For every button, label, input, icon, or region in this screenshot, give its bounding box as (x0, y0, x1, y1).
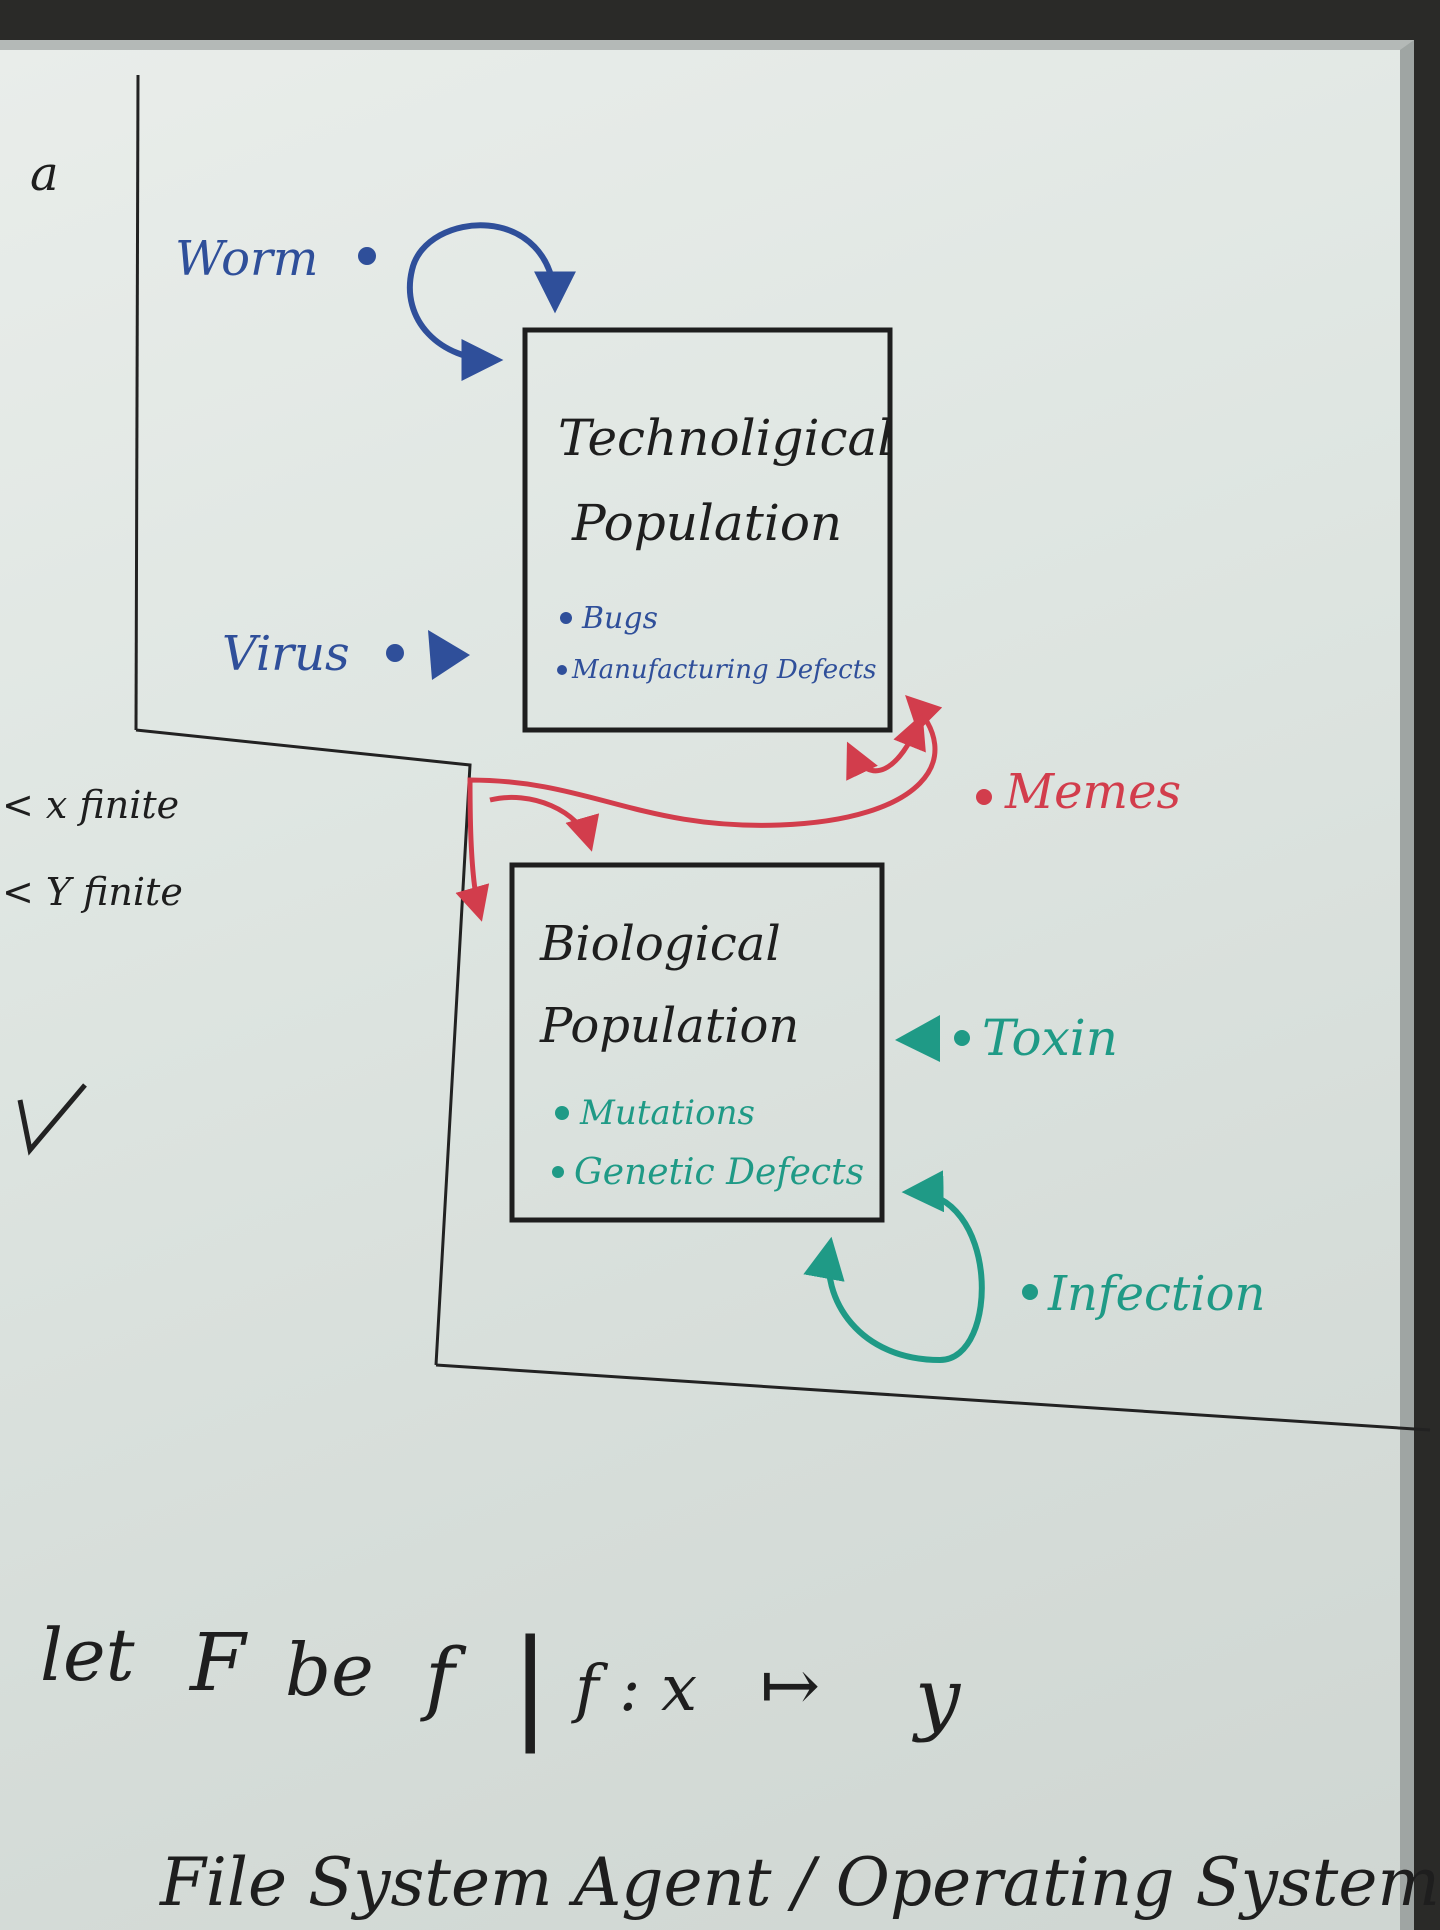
bullet-dot (555, 1106, 569, 1120)
toxin-arrowhead (895, 1015, 940, 1062)
memes-dot (976, 789, 992, 805)
tech-title-line2: Population (571, 494, 842, 552)
bottom-let: let (40, 1613, 136, 1697)
whiteboard (0, 40, 1414, 1930)
left-note-line2: < Y finite (2, 870, 183, 914)
tech-title-line1: Technoligical (558, 409, 893, 467)
worm-dot (358, 247, 376, 265)
bio-bullet-genetic: Genetic Defects (574, 1152, 864, 1193)
virus-arrowhead (428, 630, 470, 680)
frame-line-left (134, 74, 140, 731)
bullet-dot (552, 1166, 564, 1178)
bottom-bar: | (510, 1615, 550, 1754)
virus-dot (386, 644, 404, 662)
bio-title-line2: Population (539, 998, 799, 1054)
bio-bullet-mutations: Mutations (579, 1093, 755, 1133)
tech-bullet-manufacturing: Manufacturing Defects (571, 655, 876, 685)
label-infection: Infection (1047, 1266, 1265, 1322)
bottom-y: y (912, 1651, 962, 1744)
bottom-f: f (420, 1631, 467, 1724)
bottom-fx: f : x (571, 1652, 697, 1726)
frame-line-bottom (435, 1363, 1431, 1432)
label-virus: Virus (222, 626, 350, 682)
bullet-dot (560, 612, 572, 624)
frame-line-step (135, 728, 472, 1366)
label-memes: Memes (1004, 764, 1181, 820)
bio-title-line1: Biological (539, 916, 781, 972)
arrow-infection-loop (803, 1170, 985, 1364)
label-worm: Worm (175, 231, 318, 287)
bottom-be: be (285, 1628, 374, 1712)
node-technological-population: Technoligical Population Bugs Manufactur… (522, 327, 893, 733)
infection-dot (1022, 1284, 1038, 1300)
bottom-mapsto: ↦ (760, 1643, 820, 1727)
arrow-memes-tech (846, 713, 926, 781)
left-note-top: a (30, 146, 59, 202)
node-biological-population: Biological Population Mutations Genetic … (509, 862, 885, 1223)
bottom-F: F (188, 1616, 248, 1709)
left-checkmark (17, 1083, 87, 1156)
bottom-line2: File System Agent / Operating System Age… (159, 1844, 1440, 1920)
tech-bullet-bugs: Bugs (581, 601, 658, 636)
toxin-dot (954, 1030, 970, 1046)
arrow-worm-loop (407, 222, 576, 381)
label-toxin: Toxin (982, 1009, 1118, 1067)
arrow-memes-upper (489, 794, 600, 852)
bullet-dot (557, 665, 567, 675)
left-note-line1: < x finite (2, 783, 179, 827)
